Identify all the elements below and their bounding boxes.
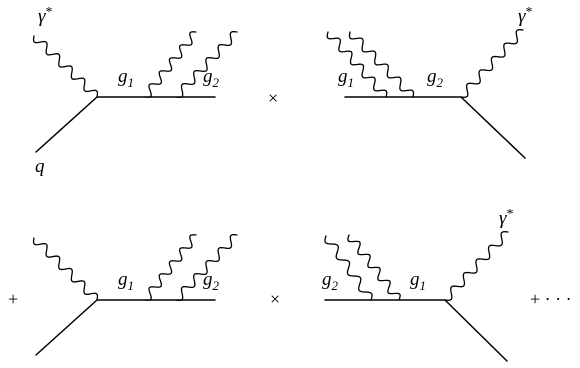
quark-line-incoming <box>35 299 98 356</box>
gluon-label-g1: g1 <box>338 66 354 90</box>
gluon-label-g2: g2 <box>427 66 444 90</box>
gluon-label-g2: g2 <box>203 269 220 293</box>
times-operator-top: × <box>268 88 278 108</box>
quark-line-outgoing <box>444 299 508 362</box>
photon-label: γ* <box>38 5 53 27</box>
diagram-top-left: γ* g1 g2 q <box>32 5 238 177</box>
gluon-label-g1: g1 <box>118 66 134 90</box>
gluon-line-g1 <box>144 234 197 301</box>
quark-line-outgoing <box>460 96 526 159</box>
plus-continuation-operator: + · · · <box>530 289 572 309</box>
quark-label: q <box>35 156 45 177</box>
gluon-label-g1: g1 <box>118 269 134 293</box>
plus-operator: + <box>8 289 18 309</box>
gluon-line-g1 <box>347 234 401 301</box>
gluon-line-g1 <box>144 31 197 98</box>
photon-line <box>460 29 524 98</box>
diagram-bottom-left: g1 g2 <box>32 233 238 356</box>
gluon-line-g1 <box>326 31 388 98</box>
photon-line <box>444 231 509 301</box>
quark-line-incoming <box>35 96 98 153</box>
gluon-label-g2: g2 <box>203 66 220 90</box>
gluon-line-g2 <box>175 233 238 302</box>
gluon-line-g2 <box>324 235 373 301</box>
photon-label: γ* <box>499 207 514 229</box>
photon-line <box>32 35 99 98</box>
photon-line <box>32 237 99 301</box>
diagram-bottom-right: γ* g2 g1 <box>322 207 514 362</box>
gluon-line-g2 <box>175 30 238 99</box>
times-operator-bottom: × <box>270 289 280 309</box>
gluon-line-g2 <box>348 31 415 98</box>
diagram-top-right: γ* g1 g2 <box>326 5 533 159</box>
photon-label: γ* <box>518 5 533 27</box>
gluon-label-g1: g1 <box>410 269 426 293</box>
gluon-label-g2: g2 <box>322 269 339 293</box>
